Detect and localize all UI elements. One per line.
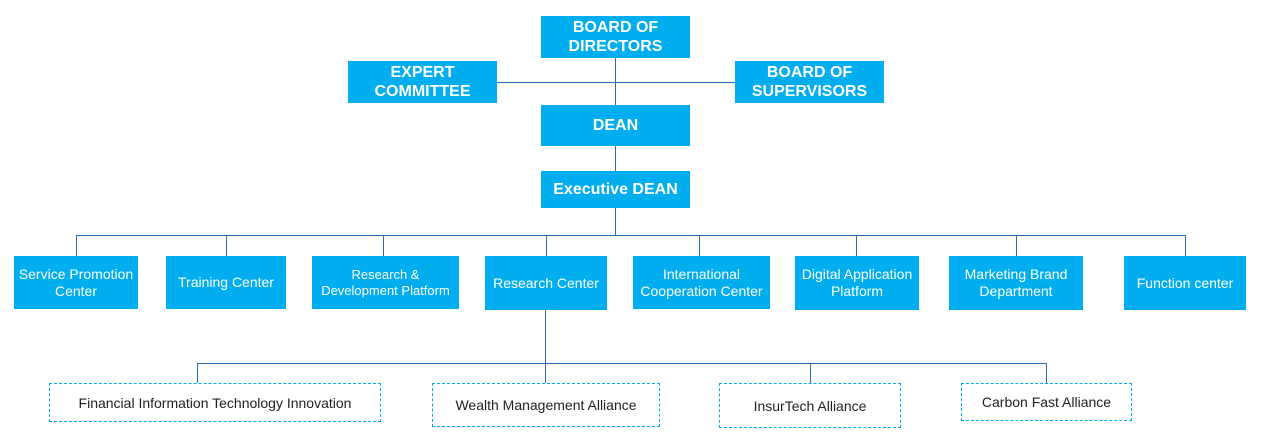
department-box: Training Center — [166, 256, 286, 309]
dean-label: DEAN — [592, 116, 639, 134]
department-label: Function center — [1136, 274, 1234, 291]
department-label: Research & Development Platform — [321, 266, 450, 298]
alliance-box: InsurTech Alliance — [719, 383, 901, 428]
department-box: Function center — [1124, 256, 1246, 310]
alliance-label: InsurTech Alliance — [753, 397, 867, 414]
alliance-box: Wealth Management Alliance — [432, 383, 660, 427]
department-label: Training Center — [178, 274, 274, 291]
board-of-directors-box: BOARD OF DIRECTORS — [541, 16, 690, 58]
alliance-label: Financial Information Technology Innovat… — [78, 394, 352, 411]
alliance-box: Carbon Fast Alliance — [961, 383, 1132, 421]
department-label: Marketing Brand Department — [964, 266, 1068, 299]
board-of-supervisors-box: BOARD OF SUPERVISORS — [735, 61, 884, 103]
department-box: Digital Application Platform — [795, 256, 919, 310]
alliance-label: Carbon Fast Alliance — [981, 394, 1112, 410]
dean-box: DEAN — [541, 105, 690, 146]
executive-dean-label: Executive DEAN — [553, 180, 678, 198]
department-box: International Cooperation Center — [633, 256, 770, 309]
board-of-supervisors-label: BOARD OF SUPERVISORS — [751, 63, 868, 100]
department-label: International Cooperation Center — [640, 265, 763, 299]
expert-committee-box: EXPERT COMMITTEE — [348, 61, 497, 103]
executive-dean-box: Executive DEAN — [541, 171, 690, 208]
department-box: Service Promotion Center — [14, 256, 138, 309]
alliance-label: Wealth Management Alliance — [455, 397, 637, 413]
department-label: Research Center — [493, 274, 599, 291]
department-label: Digital Application Platform — [801, 266, 913, 299]
department-box: Marketing Brand Department — [949, 256, 1083, 310]
expert-committee-label: EXPERT COMMITTEE — [374, 63, 471, 100]
department-label: Service Promotion Center — [18, 265, 134, 299]
alliance-box: Financial Information Technology Innovat… — [49, 383, 381, 422]
department-box: Research & Development Platform — [312, 256, 459, 309]
department-box: Research Center — [485, 256, 607, 310]
board-of-directors-label: BOARD OF DIRECTORS — [568, 18, 663, 55]
